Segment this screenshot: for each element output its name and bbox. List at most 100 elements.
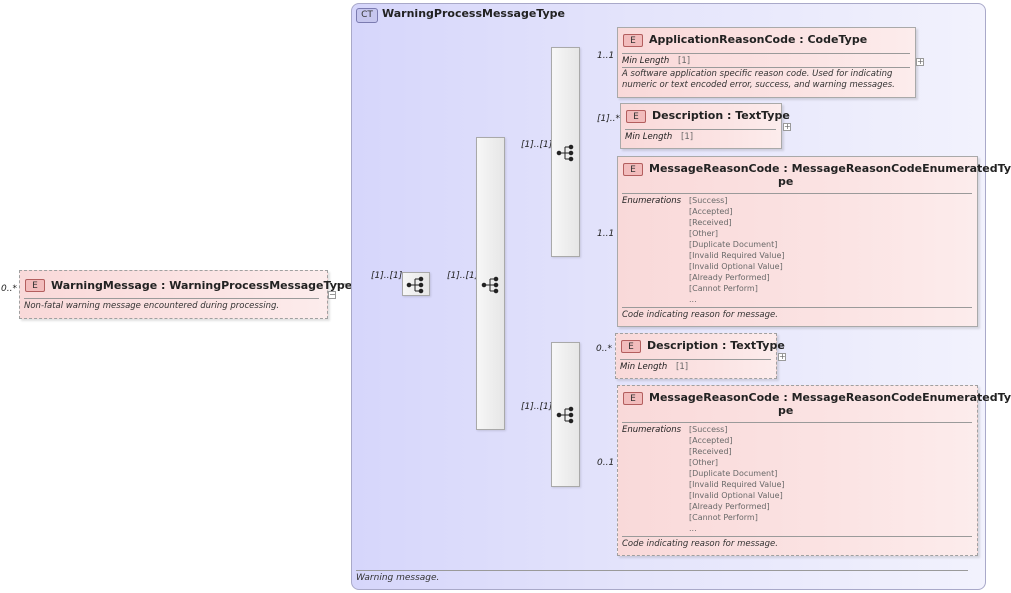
enumeration-value: ... <box>689 295 697 304</box>
facet-value: [1] <box>681 132 694 142</box>
expand-toggle[interactable]: + <box>778 352 786 361</box>
element-divider <box>622 307 972 308</box>
element-name: WarningMessage <box>51 279 158 292</box>
enumeration-value: [Already Performed] <box>689 502 770 511</box>
app-reason-cardinality: 1..1 <box>597 51 615 61</box>
element-badge: E <box>623 163 643 176</box>
seq-a-cardinality: [1]..[1] <box>521 140 553 150</box>
seq-b-cardinality: [1]..[1] <box>521 402 553 412</box>
element-type: MessageReasonCodeEnumeratedTy <box>791 162 1011 175</box>
enumeration-value: [Invalid Required Value] <box>689 251 785 260</box>
complex-type-documentation: Warning message. <box>356 573 440 583</box>
sequence-b-compositor[interactable] <box>551 342 580 487</box>
element-name: MessageReasonCode <box>649 162 780 175</box>
root-cardinality: 0..* <box>1 284 17 294</box>
enumeration-value: [Invalid Optional Value] <box>689 491 783 500</box>
element-badge: E <box>626 110 646 123</box>
enumeration-value: [Duplicate Document] <box>689 469 778 478</box>
application-reason-code-element[interactable]: E ApplicationReasonCode : CodeType Min L… <box>617 27 916 98</box>
element-badge: E <box>25 279 45 292</box>
element-badge: E <box>621 340 641 353</box>
element-title: Description : TextType <box>647 339 785 352</box>
choice-compositor[interactable] <box>476 137 505 430</box>
description-a-cardinality: [1]..* <box>597 114 620 124</box>
enumeration-value: [Invalid Optional Value] <box>689 262 783 271</box>
element-type: CodeType <box>807 33 868 46</box>
enumeration-value: [Received] <box>689 218 732 227</box>
element-title: WarningMessage : WarningProcessMessageTy… <box>51 279 353 292</box>
enumeration-list: [Success] [Accepted] [Received] [Other] … <box>689 424 785 534</box>
element-badge: E <box>623 34 643 47</box>
expand-toggle[interactable]: + <box>783 122 791 131</box>
enumeration-value: [Cannot Perform] <box>689 513 758 522</box>
element-name: ApplicationReasonCode <box>649 33 796 46</box>
message-reason-b-cardinality: 0..1 <box>597 458 615 468</box>
element-divider <box>622 193 972 194</box>
enumeration-value: [Duplicate Document] <box>689 240 778 249</box>
description-element[interactable]: E Description : TextType Min Length [1] <box>620 103 790 149</box>
element-name: Description <box>652 109 724 122</box>
warning-message-element[interactable]: E WarningMessage : WarningProcessMessage… <box>19 270 352 319</box>
facet-label: Min Length <box>620 362 668 372</box>
complex-type-badge: CT <box>356 8 378 23</box>
complex-type-divider <box>356 570 968 571</box>
enumeration-value: [Other] <box>689 229 718 238</box>
element-divider <box>622 67 910 68</box>
message-reason-a-cardinality: 1..1 <box>597 229 615 239</box>
message-reason-code-element[interactable]: E MessageReasonCode : MessageReasonCodeE… <box>617 156 1011 327</box>
choice-icon <box>481 276 499 294</box>
enumeration-value: [Success] <box>689 196 728 205</box>
element-divider <box>622 422 972 423</box>
element-name: MessageReasonCode <box>649 391 780 404</box>
collapse-toggle[interactable]: − <box>328 290 336 299</box>
sequence-compositor[interactable] <box>402 272 430 296</box>
element-badge: E <box>623 392 643 405</box>
element-divider <box>24 298 319 299</box>
sequence-a-compositor[interactable] <box>551 47 580 257</box>
sequence-icon <box>556 144 574 162</box>
complex-type-title: WarningProcessMessageType <box>382 7 565 20</box>
facet-value: [1] <box>676 362 689 372</box>
sequence-icon <box>556 406 574 424</box>
enumeration-value: [Invalid Required Value] <box>689 480 785 489</box>
element-documentation: Non-fatal warning message encountered du… <box>24 301 280 311</box>
element-divider <box>620 359 771 360</box>
element-type: MessageReasonCodeEnumeratedTy <box>791 391 1011 404</box>
facet-value: [1] <box>678 56 691 66</box>
element-divider <box>622 53 910 54</box>
element-documentation: Code indicating reason for message. <box>622 310 778 320</box>
element-type: TextType <box>730 339 785 352</box>
enumeration-value: [Accepted] <box>689 207 733 216</box>
enumeration-value: ... <box>689 524 697 533</box>
root-sequence-cardinality: [1]..[1] <box>371 271 403 281</box>
enumeration-value: [Other] <box>689 458 718 467</box>
sequence-icon <box>406 276 424 294</box>
choice-cardinality: [1]..[1] <box>447 271 479 281</box>
facet-label: Enumerations <box>622 196 682 206</box>
element-name: Description <box>647 339 719 352</box>
facet-label: Enumerations <box>622 425 682 435</box>
element-type: TextType <box>735 109 790 122</box>
enumeration-value: [Success] <box>689 425 728 434</box>
element-title: ApplicationReasonCode : CodeType <box>649 33 868 46</box>
element-type: WarningProcessMessageType <box>169 279 353 292</box>
element-title: Description : TextType <box>652 109 790 122</box>
element-documentation: A software application specific reason c… <box>622 69 895 90</box>
facet-label: Min Length <box>625 132 673 142</box>
element-type-continuation: pe <box>778 175 794 188</box>
enumeration-value: [Accepted] <box>689 436 733 445</box>
enumeration-value: [Cannot Perform] <box>689 284 758 293</box>
expand-toggle[interactable]: + <box>916 57 924 66</box>
element-type-continuation: pe <box>778 404 794 417</box>
enumeration-list: [Success] [Accepted] [Received] [Other] … <box>689 195 785 305</box>
element-divider <box>625 129 776 130</box>
element-divider <box>622 536 972 537</box>
enumeration-value: [Already Performed] <box>689 273 770 282</box>
description-element[interactable]: E Description : TextType Min Length [1] <box>615 333 785 379</box>
description-b-cardinality: 0..* <box>596 344 612 354</box>
element-title: MessageReasonCode : MessageReasonCodeEnu… <box>649 162 1011 188</box>
facet-label: Min Length <box>622 56 670 66</box>
element-documentation: Code indicating reason for message. <box>622 539 778 549</box>
message-reason-code-element[interactable]: E MessageReasonCode : MessageReasonCodeE… <box>617 385 1011 556</box>
element-title: MessageReasonCode : MessageReasonCodeEnu… <box>649 391 1011 417</box>
